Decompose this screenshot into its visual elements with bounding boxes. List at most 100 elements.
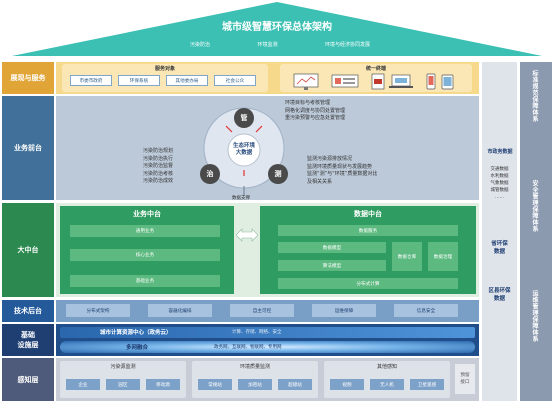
external-data-title: 区县环保 数据 — [488, 288, 511, 302]
tech-item: 容器化编排 — [148, 304, 212, 317]
mobile-phone-icon — [426, 73, 436, 90]
service-object-item: 市委市政府 — [70, 75, 112, 86]
perception-item: 常规站 — [198, 379, 232, 390]
layer-label-perception: 感知层 — [2, 358, 54, 401]
external-data-sub: 交通数据 — [490, 167, 509, 172]
network-fusion-label: 多网融合 — [126, 345, 149, 351]
assurance-column — [520, 62, 552, 401]
perception-group-title: 污染源监测 — [110, 364, 136, 370]
manage-list: 环境目标与考核管理 网格化调度与协同处置管理 重污染预警与应急处置管理 — [285, 100, 345, 123]
reserve-interface: 预留 接口 — [455, 364, 475, 394]
perception-item: 企业 — [66, 379, 100, 390]
perception-item: 无人机 — [370, 379, 404, 390]
unified-terminal-title: 统一终端 — [365, 66, 386, 72]
service-objects-title: 服务对象 — [154, 66, 175, 72]
assurance-system: 标准规范保障体系 — [531, 70, 538, 122]
tech-item: 信息安全 — [394, 304, 458, 317]
node-monitor — [268, 164, 288, 184]
tablet-icon — [441, 74, 454, 90]
list-item: 污染防治规划 — [143, 148, 174, 154]
layer-label-middle: 大中台 — [2, 203, 54, 297]
network-fusion-tail: 政务网、互联网、物联网、专用网 — [214, 345, 282, 350]
node-govern — [200, 164, 220, 184]
layer-label-tech: 技术后台 — [2, 300, 54, 322]
business-platform-item: 核心业务 — [70, 249, 220, 261]
header-subtitle: 污染防治 — [190, 42, 211, 48]
external-data-sub: 城管数据 — [490, 188, 509, 193]
center-circle-label: 生态环境 大数据 — [232, 143, 255, 156]
pdf-document-icon — [371, 73, 385, 90]
assurance-system: 安全管理保障体系 — [531, 180, 538, 232]
list-item: 污染防治执行 — [143, 155, 174, 162]
tech-item: 自主可控 — [230, 304, 294, 317]
header-subtitles: 污染防治 环境监测 环境与经济协同发展 — [190, 41, 370, 48]
layer-label-business: 业务前台 — [2, 96, 54, 200]
business-platform-item: 通用业务 — [70, 225, 220, 237]
network-fusion-bar — [60, 341, 475, 353]
perception-item: 卫星遥感 — [410, 379, 444, 390]
big-screen-icon — [331, 74, 359, 88]
center-circle — [227, 133, 261, 167]
external-data-column — [482, 62, 517, 401]
assurance-system: 运维管理保障体系 — [531, 290, 538, 342]
perception-group-title: 其他感知 — [376, 364, 397, 370]
perception-item: 园区 — [106, 379, 140, 390]
data-platform-item: 数据模型 — [278, 242, 386, 253]
data-platform-item: 数据服务 — [278, 225, 458, 236]
data-support-label: 数据支撑 — [232, 196, 250, 201]
layer-label-infra: 基础 设施层 — [2, 324, 54, 356]
list-item: 环境目标与考核管理 — [285, 100, 331, 106]
list-item: 网格化调度与协同处置管理 — [285, 107, 346, 114]
perception-item: 移动源 — [146, 379, 180, 390]
perception-item: 加密站 — [238, 379, 272, 390]
service-object-item: 环保系统 — [118, 75, 160, 86]
node-label: 测 — [274, 170, 282, 178]
bidirectional-arrow-icon — [236, 228, 258, 242]
terminal-icons — [293, 73, 454, 90]
business-platform-item: 基础业务 — [70, 275, 220, 287]
node-label: 管 — [240, 114, 248, 122]
external-data-title: 市政务数据 — [487, 149, 513, 155]
list-item: 污染防治考核 — [143, 170, 174, 177]
external-data-title: 省环保 数据 — [491, 241, 508, 255]
layer-label-service: 展现与服务 — [2, 62, 54, 94]
list-item: 监测环境质量现状与发展趋势 — [307, 163, 373, 170]
tech-item: 分布式架构 — [66, 304, 130, 317]
compute-center-bar — [60, 327, 475, 338]
compute-center-tail: 计算、存储、网络、安全 — [232, 330, 282, 335]
header-subtitle: 环境与经济协同发展 — [324, 42, 370, 48]
external-data-sub: …… — [495, 195, 504, 200]
list-item: 污染防治监督 — [143, 163, 174, 169]
governance-cycle-diagram — [200, 107, 288, 196]
business-platform-title: 业务中台 — [133, 210, 161, 218]
external-data-sub: 水利数据 — [490, 174, 509, 179]
list-item: 污染防治成效 — [143, 178, 174, 184]
data-platform-side: 数据仓库 — [392, 242, 422, 271]
header-subtitle: 环境监测 — [257, 42, 278, 48]
external-data-subs: 交通数据 水利数据 气象数据 城管数据 …… — [484, 166, 515, 201]
laptop-icon — [389, 74, 413, 88]
service-object-item: 社会公众 — [214, 75, 256, 86]
data-platform-item: 分布式计算 — [278, 278, 458, 289]
tech-item: 运维保障 — [312, 304, 376, 317]
govern-list: 污染防治规划 污染防治执行 污染防治监督 污染防治考核 污染防治成效 — [143, 148, 173, 186]
perception-item: 视频 — [330, 379, 364, 390]
node-manage — [234, 108, 254, 128]
roof-shape — [2, 2, 552, 58]
data-platform-side: 数据治理 — [428, 242, 458, 271]
data-platform-title: 数据中台 — [354, 210, 382, 218]
page-title: 城市级智慧环保总体架构 — [222, 22, 332, 33]
compute-center-label: 城市计算资源中心（政务云） — [100, 330, 172, 336]
roof-header — [2, 2, 552, 61]
list-item: 监测“测”与“环境”质量数据对比及相关关系 — [307, 171, 378, 185]
list-item: 重污染预警与应急处置管理 — [285, 115, 346, 121]
monitor-icon — [293, 73, 319, 90]
perception-group-title: 环境质量监测 — [239, 364, 270, 370]
node-label: 治 — [206, 170, 214, 178]
external-data-sub: 气象数据 — [490, 181, 509, 186]
perception-item: 超级站 — [278, 379, 312, 390]
monitor-list: 监测污染源排放情况 监测环境质量现状与发展趋势 监测“测”与“环境”质量数据对比… — [307, 156, 381, 186]
service-object-item: 其他委办局 — [166, 75, 208, 86]
data-platform-item: 算法模型 — [278, 260, 386, 271]
list-item: 监测污染源排放情况 — [307, 156, 353, 162]
